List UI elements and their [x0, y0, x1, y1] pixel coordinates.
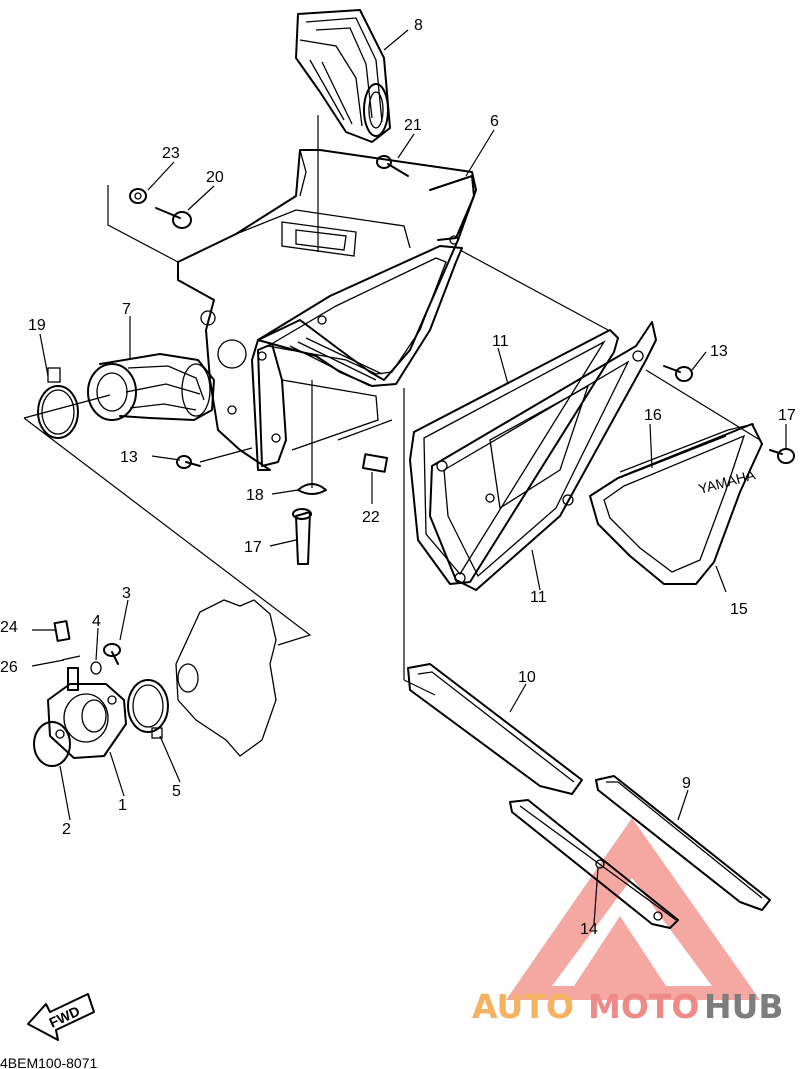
- callout-19: 18: [246, 487, 264, 504]
- part-5-clamp: [127, 679, 169, 739]
- part-23-bolt: [376, 155, 409, 177]
- part-15-side-cover: YAMAHA: [589, 423, 763, 585]
- part-12-gasket: [409, 329, 619, 585]
- part-2-o-ring: [33, 721, 71, 767]
- part-11-filter-guide: [429, 321, 657, 591]
- carburetor-outline: [175, 599, 277, 757]
- watermark-moto: MOTO: [588, 987, 699, 1026]
- leader-lines: [31, 29, 787, 925]
- watermark-auto: AUTO: [472, 987, 574, 1026]
- callout-14: 14: [580, 921, 598, 938]
- callout-13-right: 13: [710, 343, 728, 360]
- callout-16: 16: [644, 407, 662, 424]
- callout-18: 17: [244, 539, 262, 556]
- drawing-code: 4BEM100-8071: [0, 1055, 98, 1069]
- part-22-bolt: [155, 207, 192, 229]
- part-19-clip: [297, 483, 327, 495]
- callout-9: 9: [682, 775, 691, 792]
- part-13-bolt-left: [176, 455, 201, 469]
- callout-13-left: 13: [120, 449, 138, 466]
- callout-12: 11: [492, 333, 509, 350]
- callout-15: 15: [730, 601, 748, 618]
- callout-25: 24: [0, 619, 18, 636]
- callout-6: 6: [490, 113, 499, 130]
- callout-8: 8: [414, 17, 423, 34]
- callout-20: 22: [362, 509, 380, 526]
- callout-11: 11: [530, 589, 547, 606]
- part-4-washer: [90, 661, 102, 675]
- callout-2: 2: [62, 821, 71, 838]
- part-18-drain-tube: [292, 508, 312, 565]
- callout-24: 23: [162, 145, 180, 162]
- watermark-hub: HUB: [704, 987, 784, 1026]
- part-9-filter: [595, 775, 771, 911]
- part-17-bolt: [769, 448, 795, 464]
- watermark-logo-text: AUTO MOTO HUB: [472, 987, 784, 1026]
- callout-labels: 8 6 21 23 20 7 19 13 11 13 16 17 18 22 1…: [0, 17, 796, 938]
- part-21-hose-clamp: [37, 367, 79, 439]
- part-8-intake-duct: [295, 9, 391, 143]
- callout-1: 1: [118, 797, 127, 814]
- part-24-washer: [129, 188, 147, 204]
- part-1-carb-joint: [47, 667, 127, 759]
- callout-7: 7: [122, 301, 131, 318]
- callout-21: 19: [28, 317, 46, 334]
- part-10-filter-element: [407, 663, 583, 795]
- part-14-element-frame: [509, 799, 679, 929]
- part-6-air-box-housing: [177, 149, 477, 471]
- callout-22: 20: [206, 169, 224, 186]
- callout-4: 4: [92, 613, 101, 630]
- yamaha-marking: YAMAHA: [697, 466, 758, 497]
- part-3-screw: [103, 643, 121, 665]
- part-26-pin: [61, 655, 81, 661]
- part-20-pad: [361, 453, 389, 473]
- callout-17: 17: [778, 407, 796, 424]
- part-7-intake-boot: [87, 353, 215, 421]
- callout-26: 26: [0, 659, 18, 676]
- part-16-cover-seal: [613, 423, 755, 481]
- fwd-arrow: FWD: [27, 993, 95, 1041]
- part-13-bolt-right: [663, 365, 693, 382]
- callout-3: 3: [122, 585, 131, 602]
- callout-23: 21: [404, 117, 422, 134]
- part-25-collar: [53, 620, 71, 642]
- callout-10: 10: [518, 669, 536, 686]
- callout-5: 5: [172, 783, 181, 800]
